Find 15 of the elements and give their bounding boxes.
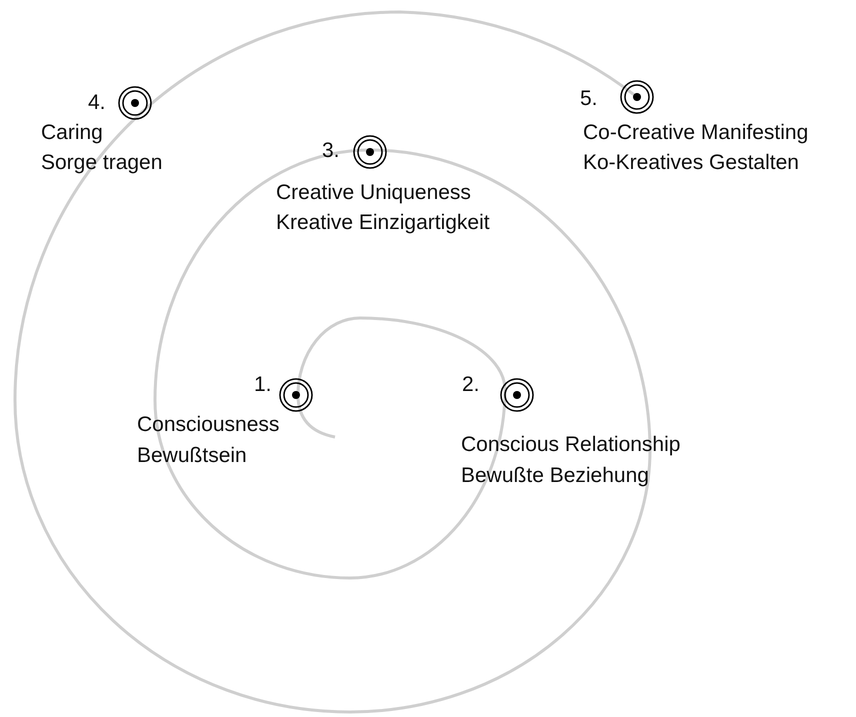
label-text: 2. (462, 372, 480, 398)
label-text: 4. (88, 90, 106, 116)
label-text: 3. (322, 138, 340, 164)
label-text: Consciousness (137, 412, 280, 438)
label-text: Bewußtsein (137, 443, 247, 469)
label-text: 5. (580, 86, 598, 112)
label-text: Creative Uniqueness (276, 180, 471, 206)
label-text: Kreative Einzigartigkeit (276, 210, 490, 236)
label-text: Caring (41, 120, 103, 146)
label-text: 1. (254, 372, 272, 398)
label-text: Conscious Relationship (461, 432, 680, 458)
label-text: Bewußte Beziehung (461, 463, 649, 489)
label-text: Ko-Kreatives Gestalten (583, 150, 799, 176)
label-text: Sorge tragen (41, 150, 162, 176)
label-text: Co-Creative Manifesting (583, 120, 808, 146)
